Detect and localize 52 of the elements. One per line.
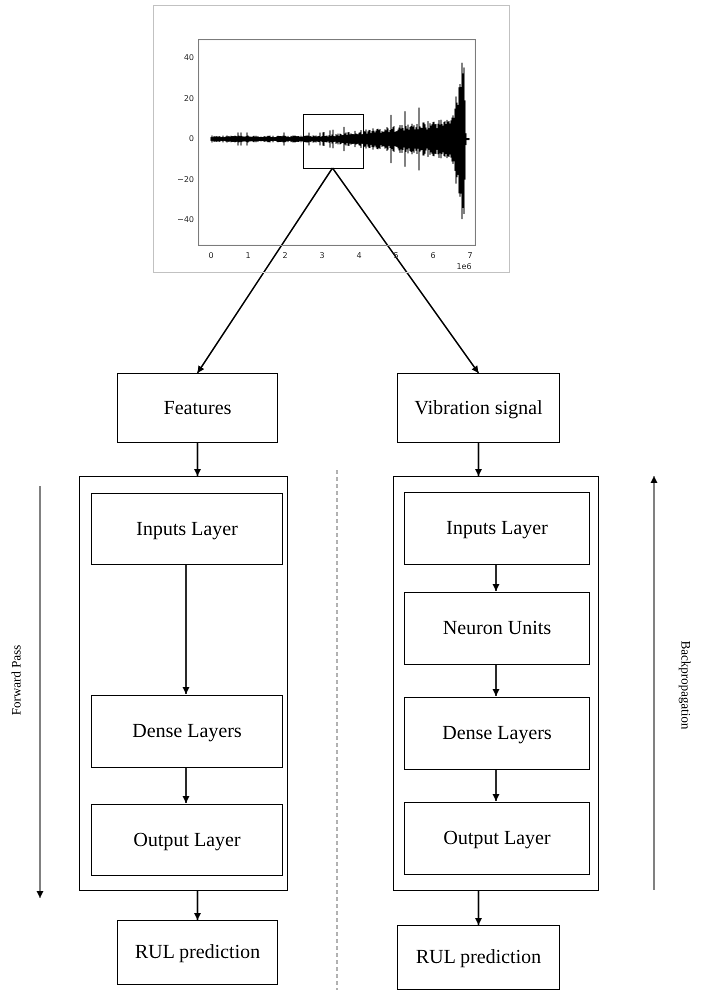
box-label: Neuron Units (442, 616, 552, 641)
process-box (404, 802, 590, 875)
arrow (492, 564, 500, 591)
signal-plot (153, 5, 510, 273)
arrow (475, 891, 482, 925)
axis-tick-label: −20 (177, 176, 194, 184)
process-box (91, 804, 283, 876)
box-label: Inputs Layer (446, 516, 548, 541)
process-box (91, 695, 283, 768)
box-label: RUL prediction (134, 940, 260, 965)
arrow (196, 168, 334, 374)
process-box (404, 592, 590, 665)
arrow (182, 767, 190, 803)
arrow (332, 168, 480, 374)
arrow (194, 891, 201, 920)
box-label: Output Layer (443, 826, 551, 851)
process-box (397, 373, 560, 443)
box-label: Dense Layers (132, 719, 242, 744)
axis-tick-label: 4 (356, 252, 362, 260)
arrow (492, 769, 500, 801)
box-label: Features (164, 396, 232, 420)
axis-tick-label: −40 (177, 216, 194, 224)
axis-tick-label: 7 (467, 252, 473, 260)
box-label: Dense Layers (442, 721, 552, 746)
process-box (91, 493, 283, 565)
box-label: Inputs Layer (136, 516, 238, 542)
arrow (182, 564, 190, 694)
box-label: RUL prediction (416, 945, 542, 970)
frame-box (79, 476, 288, 891)
axis-tick-label: 0 (188, 135, 194, 143)
frame-box (393, 476, 599, 891)
arrow (492, 664, 500, 696)
box-label: Output Layer (133, 828, 241, 852)
axis-tick-label: 3 (319, 252, 325, 260)
process-box (117, 373, 278, 443)
axis-tick-label: 0 (208, 252, 214, 260)
axis-tick-label: 2 (282, 252, 288, 260)
process-box (117, 920, 278, 985)
axis-tick-label: 20 (184, 94, 194, 102)
process-box (397, 925, 560, 990)
direction-label: Backpropagation (680, 640, 692, 730)
axis-tick-label: 6 (430, 252, 436, 260)
axis-tick-label: 1e6 (456, 263, 472, 271)
axis-tick-label: 40 (184, 54, 194, 62)
direction-label: Forward Pass (10, 644, 22, 716)
process-box (404, 492, 590, 565)
arrow (475, 443, 482, 476)
axis-tick-label: 1 (245, 252, 251, 260)
frame-box (303, 114, 364, 169)
box-label: Vibration signal (414, 396, 543, 420)
arrow (194, 443, 201, 476)
process-box (404, 697, 590, 770)
